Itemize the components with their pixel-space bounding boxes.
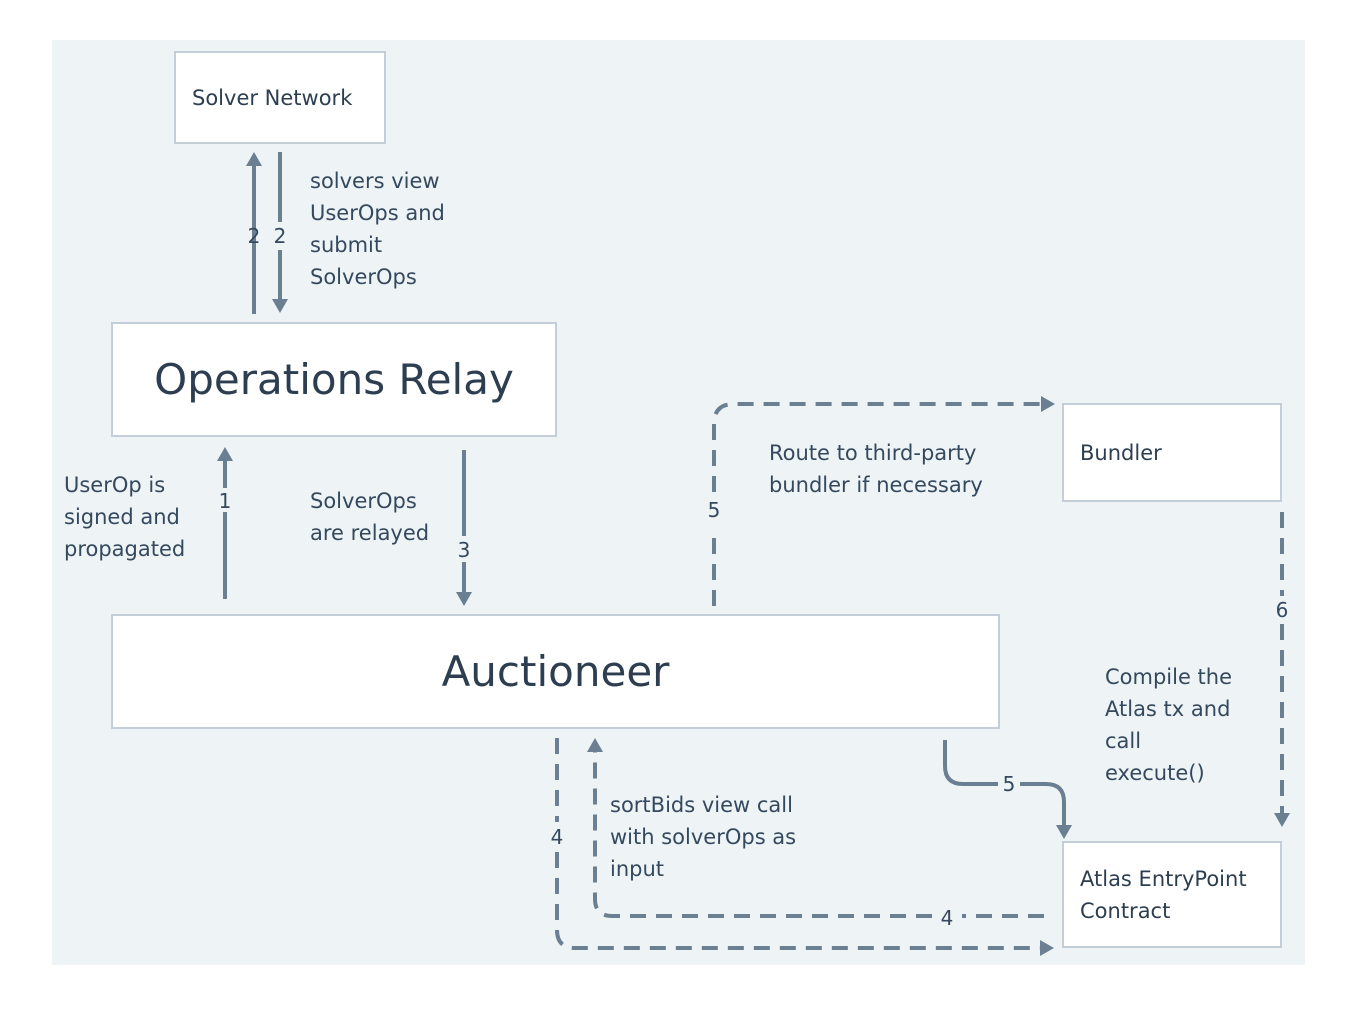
edge-auctioneer-to-atlas bbox=[943, 740, 1072, 839]
edge-relay-to-solver-network bbox=[246, 152, 262, 314]
label-userop-signed: UserOp is signed and propagated bbox=[64, 473, 186, 561]
edge-auctioneer-to-atlas-bottom bbox=[555, 738, 1054, 956]
node-solver-network: Solver Network bbox=[174, 51, 386, 144]
step-number-1: 1 bbox=[218, 489, 232, 513]
node-bundler: Bundler bbox=[1062, 403, 1282, 502]
edge-bundler-to-atlas bbox=[1274, 512, 1290, 827]
label-route-bundler: Route to third-party bundler if necessar… bbox=[769, 441, 983, 497]
edge-relay-to-auctioneer bbox=[456, 450, 472, 606]
step-number-5-left: 5 bbox=[707, 498, 721, 522]
label-sortbids: sortBids view call with solverOps as inp… bbox=[610, 793, 797, 881]
label-solvers-view: solvers view UserOps and submit SolverOp… bbox=[310, 169, 445, 289]
edge-auctioneer-to-relay bbox=[217, 447, 233, 599]
edge-atlas-to-auctioneer bbox=[587, 738, 1044, 918]
label-solverops-relayed: SolverOps are relayed bbox=[310, 489, 430, 545]
step-number-2-down: 2 bbox=[273, 224, 287, 248]
step-number-4-bottom: 4 bbox=[940, 906, 954, 930]
step-number-4-left: 4 bbox=[550, 825, 564, 849]
diagram-canvas bbox=[52, 40, 1305, 965]
step-number-3: 3 bbox=[457, 538, 471, 562]
label-compile-tx: Compile the Atlas tx and call execute() bbox=[1105, 665, 1233, 785]
step-number-2-up: 2 bbox=[247, 224, 261, 248]
step-number-6: 6 bbox=[1275, 598, 1289, 622]
edge-auctioneer-to-bundler bbox=[712, 396, 1055, 606]
step-number-5-right: 5 bbox=[1002, 772, 1016, 796]
node-operations-relay: Operations Relay bbox=[111, 322, 557, 437]
node-atlas-entrypoint: Atlas EntryPoint Contract bbox=[1062, 841, 1282, 948]
node-auctioneer: Auctioneer bbox=[111, 614, 1000, 729]
edge-solver-network-to-relay bbox=[272, 152, 288, 313]
